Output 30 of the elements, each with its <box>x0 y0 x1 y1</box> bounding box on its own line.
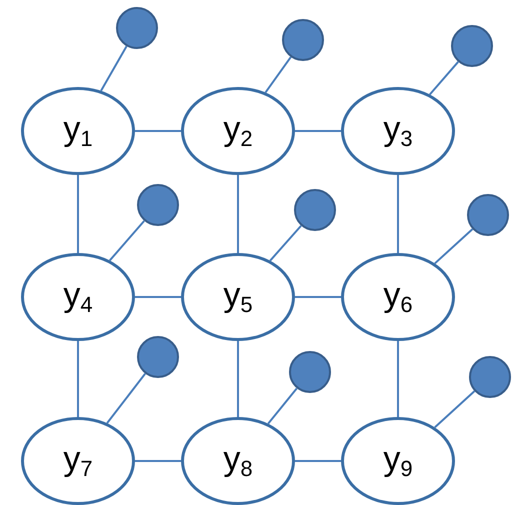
connector-line <box>295 460 341 462</box>
connector-line <box>295 296 341 298</box>
node-label: y$_{4}$ <box>63 278 93 316</box>
node-label: y$_{7}$ <box>63 442 93 480</box>
connector-line <box>135 296 181 298</box>
connector-line <box>397 341 399 417</box>
node-label: y$_{8}$ <box>223 442 253 480</box>
connector-line <box>434 228 474 264</box>
connector-line <box>264 56 292 94</box>
connector-line <box>77 341 79 417</box>
connector-line <box>237 175 239 253</box>
connector-line <box>295 130 341 132</box>
connector-line <box>109 220 145 262</box>
connector-line <box>100 46 128 92</box>
connector-line <box>237 341 239 417</box>
connector-line <box>135 130 181 132</box>
connector-line <box>269 225 302 262</box>
connector-line <box>434 390 476 428</box>
node-label: y$_{2}$ <box>223 112 253 150</box>
node-label: y$_{5}$ <box>223 278 253 316</box>
connector-line <box>135 460 181 462</box>
connector-line <box>77 175 79 253</box>
connector-line <box>397 175 399 253</box>
node-label: y$_{6}$ <box>383 278 413 316</box>
node-label: y$_{1}$ <box>63 112 93 150</box>
connector-line <box>106 373 146 424</box>
node-label: y$_{9}$ <box>383 442 413 480</box>
node-label: y$_{3}$ <box>383 112 413 150</box>
connector-line <box>429 61 459 96</box>
connector-line <box>267 388 298 424</box>
